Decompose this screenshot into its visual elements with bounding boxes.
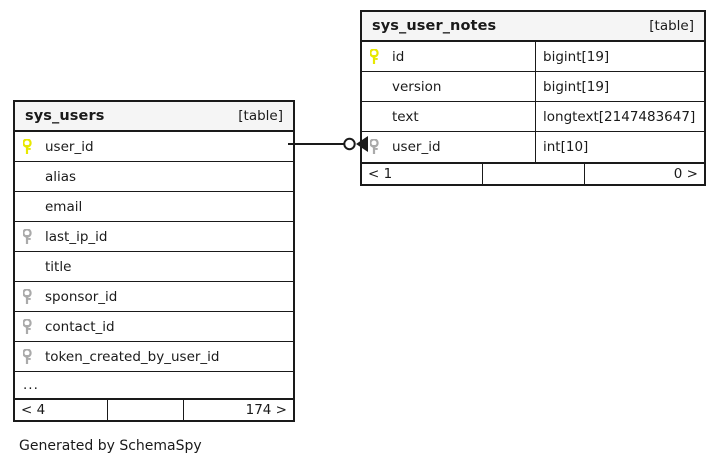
column-name: contact_id <box>45 318 115 335</box>
foreign-key-icon <box>370 139 392 155</box>
column-name: email <box>45 198 83 215</box>
column-type: bigint[19] <box>543 48 610 65</box>
table-row[interactable]: token_created_by_user_id <box>15 342 293 372</box>
table-row[interactable]: email <box>15 192 293 222</box>
column-type: longtext[2147483647] <box>543 108 696 125</box>
entity-kind-label: [table] <box>238 108 283 124</box>
table-row[interactable]: user_id int[10] <box>362 132 704 162</box>
foreign-key-icon <box>23 348 45 365</box>
table-row[interactable]: last_ip_id <box>15 222 293 252</box>
column-list: user_id alias email <box>15 132 293 398</box>
foreign-key-icon <box>23 228 45 245</box>
relationship-connector[interactable] <box>288 128 368 162</box>
inbound-relationship-count[interactable]: < 1 <box>368 166 393 182</box>
ellipsis-label: ... <box>23 377 39 393</box>
column-list: id bigint[19] version bigint[19] tex <box>362 42 704 162</box>
column-name: user_id <box>392 139 441 155</box>
column-type-cell: bigint[19] <box>535 42 704 71</box>
primary-key-icon <box>370 48 392 65</box>
entity-header-sys-users: sys_users [table] <box>15 102 293 132</box>
column-type-cell: longtext[2147483647] <box>535 102 704 131</box>
entity-table-sys-user-notes[interactable]: sys_user_notes [table] id bigint[19 <box>360 10 706 186</box>
table-row[interactable]: contact_id <box>15 312 293 342</box>
table-row[interactable]: alias <box>15 162 293 192</box>
footer-middle-cell <box>482 164 585 184</box>
entity-header-sys-user-notes: sys_user_notes [table] <box>362 12 704 42</box>
generated-by-caption: Generated by SchemaSpy <box>19 438 202 454</box>
column-name: title <box>45 258 72 275</box>
column-name-cell: email <box>15 192 293 221</box>
column-name-cell: contact_id <box>15 312 293 341</box>
table-row[interactable]: version bigint[19] <box>362 72 704 102</box>
table-row[interactable]: sponsor_id <box>15 282 293 312</box>
column-type-cell: int[10] <box>535 132 704 162</box>
entity-table-sys-users[interactable]: sys_users [table] user_id <box>13 100 295 422</box>
entity-title: sys_users <box>25 108 105 124</box>
column-name-cell: user_id <box>15 132 293 161</box>
column-name-cell: id <box>362 42 535 71</box>
column-name-cell: alias <box>15 162 293 191</box>
column-name: id <box>392 48 405 65</box>
column-name: user_id <box>45 138 94 155</box>
foreign-key-icon <box>23 318 45 335</box>
footer-middle-cell <box>107 400 184 420</box>
table-row[interactable]: user_id <box>15 132 293 162</box>
foreign-key-icon <box>23 288 45 305</box>
column-name-cell: version <box>362 72 535 101</box>
column-name: version <box>392 78 442 95</box>
table-row[interactable]: text longtext[2147483647] <box>362 102 704 132</box>
column-name: text <box>392 108 419 125</box>
column-name-cell: token_created_by_user_id <box>15 342 293 371</box>
column-name-cell: title <box>15 252 293 281</box>
table-row[interactable]: id bigint[19] <box>362 42 704 72</box>
column-type-cell: bigint[19] <box>535 72 704 101</box>
more-columns-row[interactable]: ... <box>15 372 293 398</box>
entity-footer-sys-user-notes: < 1 0 > <box>362 162 704 184</box>
column-type: bigint[19] <box>543 78 610 95</box>
column-name-cell: text <box>362 102 535 131</box>
column-name-cell: last_ip_id <box>15 222 293 251</box>
cardinality-zero-marker <box>343 137 356 151</box>
column-name-cell: sponsor_id <box>15 282 293 311</box>
outbound-relationship-count[interactable]: 174 > <box>245 402 287 418</box>
column-name: token_created_by_user_id <box>45 348 220 365</box>
entity-kind-label: [table] <box>649 18 694 34</box>
column-name: sponsor_id <box>45 288 118 305</box>
inbound-relationship-count[interactable]: < 4 <box>21 402 46 418</box>
entity-footer-sys-users: < 4 174 > <box>15 398 293 420</box>
column-name: last_ip_id <box>45 228 108 245</box>
outbound-relationship-count[interactable]: 0 > <box>673 166 698 182</box>
primary-key-icon <box>23 138 45 155</box>
column-name-cell: user_id <box>362 132 535 162</box>
column-name: alias <box>45 168 77 185</box>
more-columns-cell: ... <box>15 377 293 393</box>
table-row[interactable]: title <box>15 252 293 282</box>
column-type: int[10] <box>543 139 589 155</box>
entity-title: sys_user_notes <box>372 18 497 34</box>
